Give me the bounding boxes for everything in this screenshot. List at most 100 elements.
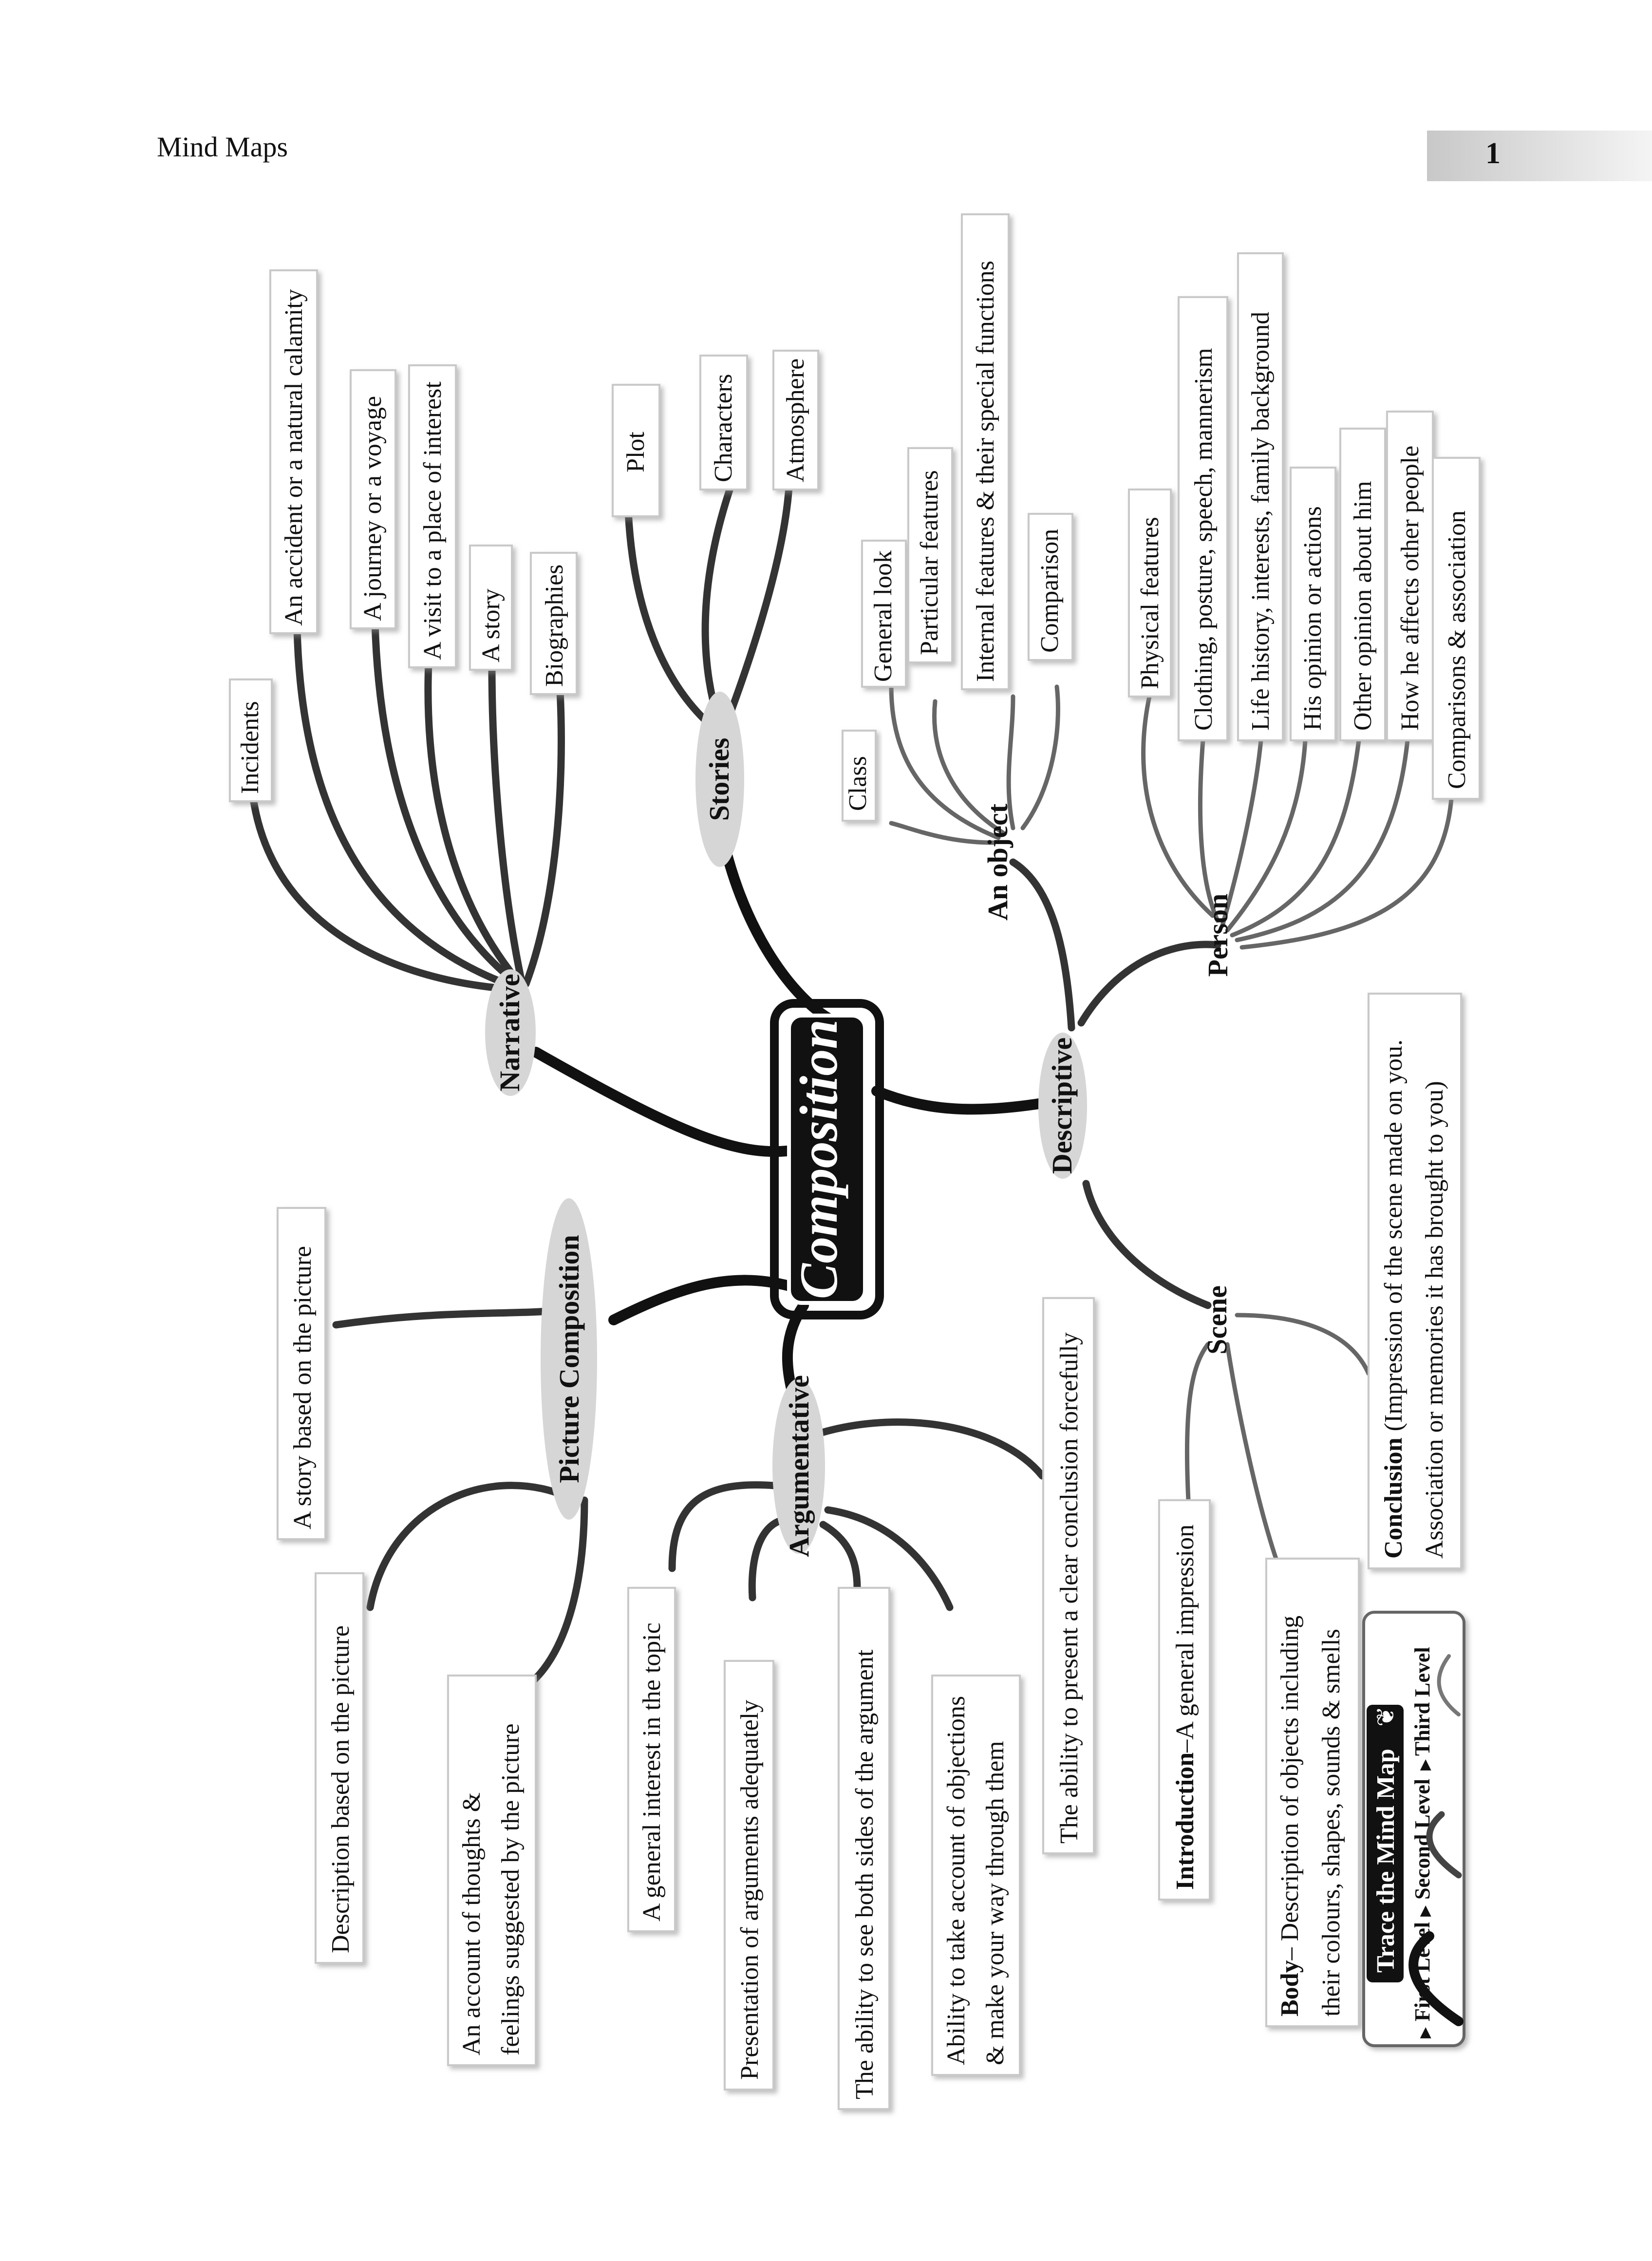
svg-text:An account of thoughts &: An account of thoughts & [458, 1792, 486, 2055]
svg-text:Body– Description of objects i: Body– Description of objects including [1276, 1616, 1304, 2016]
svg-text:Conclusion (Impression of the: Conclusion (Impression of the scene made… [1380, 1039, 1408, 1559]
legend-title-bar [1367, 1705, 1404, 1982]
argument-item-conclusion: The ability to present a clear conclusio… [1042, 1297, 1095, 1854]
object-item-comparison: Comparison [1028, 513, 1073, 661]
legend: Trace the Mind Map ❦ ▶ First Level ▶ Sec… [1362, 1611, 1465, 2047]
picture-item-story: A story based on the picture [277, 1207, 326, 1540]
object-item-internal-features: Internal features & their special functi… [961, 213, 1010, 690]
svg-text:Descriptive: Descriptive [1046, 1037, 1078, 1174]
narrative-item-journey: A journey or a voyage [350, 369, 396, 629]
third-level-branches [889, 684, 1454, 1561]
svg-text:Presentation of arguments ade: Presentation of arguments adequately [736, 1700, 764, 2080]
svg-text:Argumentative: Argumentative [783, 1375, 815, 1557]
scene-item-introduction: Introduction–A general impression [1158, 1499, 1211, 1901]
legend-third: Third Level [1410, 1647, 1434, 1756]
svg-text:How he affects other people: How he affects other people [1396, 446, 1424, 731]
legend-first-bullet: ▶ [1417, 2027, 1433, 2038]
narrative-item-visit: A visit to a place of interest [408, 364, 457, 668]
picture-item-account: An account of thoughts & feelings sugges… [447, 1675, 537, 2066]
legend-first-line [1408, 1931, 1464, 2026]
narrative-item-story: A story [469, 545, 513, 671]
svg-text:Characters: Characters [710, 374, 737, 482]
person-item-opinion: His opinion or actions [1290, 467, 1336, 741]
object-item-class: Class [842, 730, 877, 822]
svg-text:Internal features & their spec: Internal features & their special functi… [972, 261, 999, 682]
legend-second-bullet: ▶ [1417, 1905, 1433, 1917]
person-item-comparisons: Comparisons & association [1432, 457, 1481, 800]
object-item-particular-features: Particular features [907, 447, 953, 663]
svg-text:Description based on the pictu: Description based on the picture [327, 1625, 355, 1953]
page-number-bar: 1 [1427, 131, 1652, 181]
stories-item-atmosphere: Atmosphere [772, 350, 819, 490]
svg-text:Association or memories it: Association or memories it has brought t… [1421, 1081, 1448, 1559]
svg-text:Particular features: Particular features [916, 470, 943, 655]
svg-text:A story: A story [477, 588, 505, 662]
hub-picture-composition: Picture Composition [541, 1198, 597, 1520]
svg-text:their colours, shapes, sounds: their colours, shapes, sounds & smells [1317, 1629, 1345, 2016]
svg-text:His opinion or actions: His opinion or actions [1299, 506, 1327, 731]
hub-scene: Scene [1201, 1285, 1233, 1355]
hub-narrative: Narrative [485, 969, 536, 1096]
svg-text:Class: Class [844, 756, 872, 811]
center-label: Composition [789, 1019, 848, 1300]
stories-item-characters: Characters [699, 355, 748, 490]
object-item-general-look: General look [861, 540, 907, 688]
narrative-item-incidents: Incidents [229, 678, 273, 802]
svg-text:Physical features: Physical features [1136, 517, 1164, 689]
narrative-item-biographies: Biographies [530, 552, 578, 695]
svg-text:Narrative: Narrative [494, 974, 526, 1092]
svg-text:& make your way through t: & make your way through them [981, 1741, 1009, 2065]
svg-text:Plot: Plot [622, 432, 650, 472]
leaf-icon: ❦ [1372, 1706, 1399, 1727]
person-item-affects: How he affects other people [1386, 411, 1434, 741]
hub-argumentative: Argumentative [772, 1375, 825, 1557]
svg-text:Person: Person [1202, 894, 1234, 977]
svg-text:General look: General look [869, 550, 897, 682]
svg-text:Comparison: Comparison [1036, 529, 1064, 653]
argument-item-presentation: Presentation of arguments adequately [724, 1660, 774, 2091]
argument-item-both-sides: The ability to see both sides of the arg… [838, 1587, 890, 2110]
svg-text:Incidents: Incidents [236, 701, 264, 794]
svg-text:Picture Composition: Picture Composition [553, 1235, 585, 1483]
legend-third-line [1437, 1654, 1461, 1716]
center-node: Composition [770, 999, 884, 1319]
legend-third-bullet: ▶ [1417, 1759, 1433, 1771]
argument-item-objections: Ability to take account of objections & … [931, 1675, 1021, 2076]
picture-item-description: Description based on the picture [315, 1572, 364, 1964]
hub-descriptive: Descriptive [1038, 1033, 1087, 1179]
svg-text:Comparisons & association: Comparisons & association [1443, 510, 1471, 789]
svg-text:A journey or a voyage: A journey or a voyage [359, 396, 387, 621]
svg-text:Atmosphere: Atmosphere [782, 358, 809, 482]
hub-stories: Stories [695, 692, 744, 867]
svg-text:Biographies: Biographies [541, 565, 568, 687]
stories-item-plot: Plot [612, 384, 660, 517]
hub-person: Person [1202, 894, 1234, 977]
person-item-clothing: Clothing, posture, speech, mannerism [1178, 296, 1228, 741]
argument-item-interest: A general interest in the topic [627, 1587, 676, 1932]
svg-text:Ability to take account of obj: Ability to take account of objections [942, 1696, 970, 2065]
svg-text:A visit to a place of interest: A visit to a place of interest [419, 381, 447, 660]
person-item-life-history: Life history, interests, family backgrou… [1237, 252, 1284, 741]
scene-item-body: Body– Description of objects including t… [1265, 1558, 1360, 2027]
svg-text:Other opinion about him: Other opinion about him [1349, 481, 1377, 731]
person-item-physical: Physical features [1128, 489, 1172, 697]
narrative-item-accident: An accident or a natural calamity [269, 269, 318, 634]
svg-text:The ability to present a clear: The ability to present a clear conclusio… [1055, 1332, 1083, 1844]
svg-text:An object: An object [982, 803, 1014, 921]
svg-text:feelings suggested by the pict: feelings suggested by the picture [497, 1723, 525, 2055]
page-number: 1 [1485, 137, 1501, 170]
svg-text:A general interest in the topi: A general interest in the topic [638, 1622, 666, 1922]
svg-text:Introduction–A general impress: Introduction–A general impression [1171, 1525, 1199, 1890]
scene-item-conclusion: Conclusion (Impression of the scene made… [1368, 993, 1462, 1569]
svg-text:Clothing, posture, speech, man: Clothing, posture, speech, mannerism [1190, 348, 1218, 731]
hub-an-object: An object [982, 803, 1014, 921]
svg-text:An accident or a natural calam: An accident or a natural calamity [280, 289, 308, 626]
header-title: Mind Maps [157, 131, 288, 163]
svg-text:A story based on the picture: A story based on the picture [289, 1246, 317, 1529]
svg-text:Scene: Scene [1201, 1285, 1233, 1355]
svg-text:Life history, interests, fami: Life history, interests, family backgrou… [1247, 312, 1275, 731]
legend-second-line [1426, 1811, 1462, 1879]
legend-title: Trace the Mind Map [1372, 1749, 1400, 1973]
svg-text:The ability to see both sides: The ability to see both sides of the arg… [851, 1649, 879, 2099]
